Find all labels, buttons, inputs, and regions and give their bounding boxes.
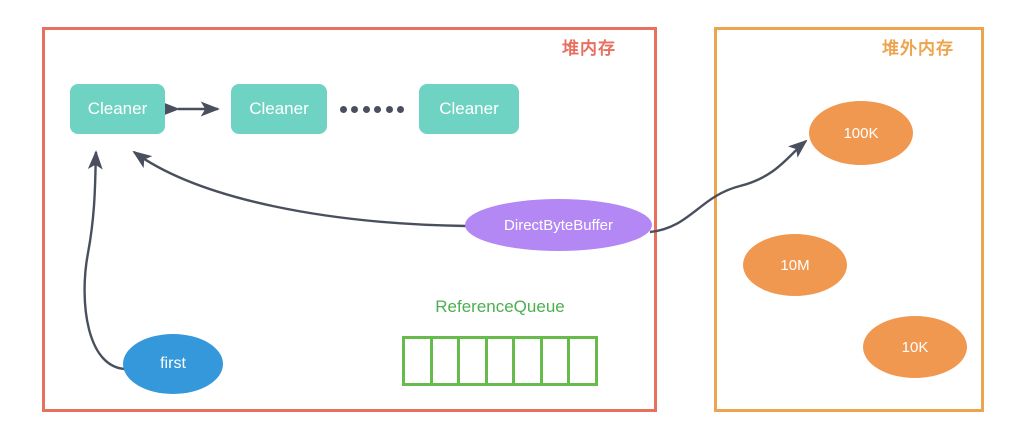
cleaner-node-1[interactable]: Cleaner <box>70 84 165 134</box>
offheap-block-10k[interactable]: 10K <box>863 316 967 378</box>
ellipsis-dot <box>340 105 347 113</box>
queue-cell[interactable] <box>460 339 488 383</box>
ellipsis-dot <box>374 105 382 113</box>
cleaner-chain-ellipsis <box>340 101 404 117</box>
ellipsis-dot <box>396 105 404 113</box>
arrow-first-to-cleaner1 <box>83 150 131 371</box>
heap-memory-label: 堆内存 <box>562 39 616 58</box>
offheap-block-10m[interactable]: 10M <box>743 234 847 296</box>
first-node[interactable]: first <box>123 334 223 394</box>
ellipsis-dot <box>362 105 370 113</box>
queue-cell[interactable] <box>515 339 543 383</box>
queue-cell[interactable] <box>570 339 596 383</box>
cleaner-node-2[interactable]: Cleaner <box>231 84 327 134</box>
reference-queue-label: ReferenceQueue <box>435 297 565 316</box>
ellipsis-dot <box>351 105 359 113</box>
direct-byte-buffer-node[interactable]: DirectByteBuffer <box>465 199 652 251</box>
arrow-directbytebuffer-to-cleaner1 <box>132 150 467 228</box>
offheap-block-100k[interactable]: 100K <box>809 101 913 165</box>
cleaner-node-3[interactable]: Cleaner <box>419 84 519 134</box>
queue-cell[interactable] <box>542 339 571 383</box>
reference-queue-cells <box>402 336 598 386</box>
offheap-memory-label: 堆外内存 <box>882 39 954 58</box>
ellipsis-dot <box>385 105 393 113</box>
offheap-memory-region <box>714 27 984 412</box>
queue-cell[interactable] <box>432 339 461 383</box>
queue-cell[interactable] <box>405 339 433 383</box>
queue-cell[interactable] <box>487 339 516 383</box>
heap-memory-region <box>42 27 657 412</box>
arrow-directbytebuffer-to-100k <box>649 139 808 234</box>
